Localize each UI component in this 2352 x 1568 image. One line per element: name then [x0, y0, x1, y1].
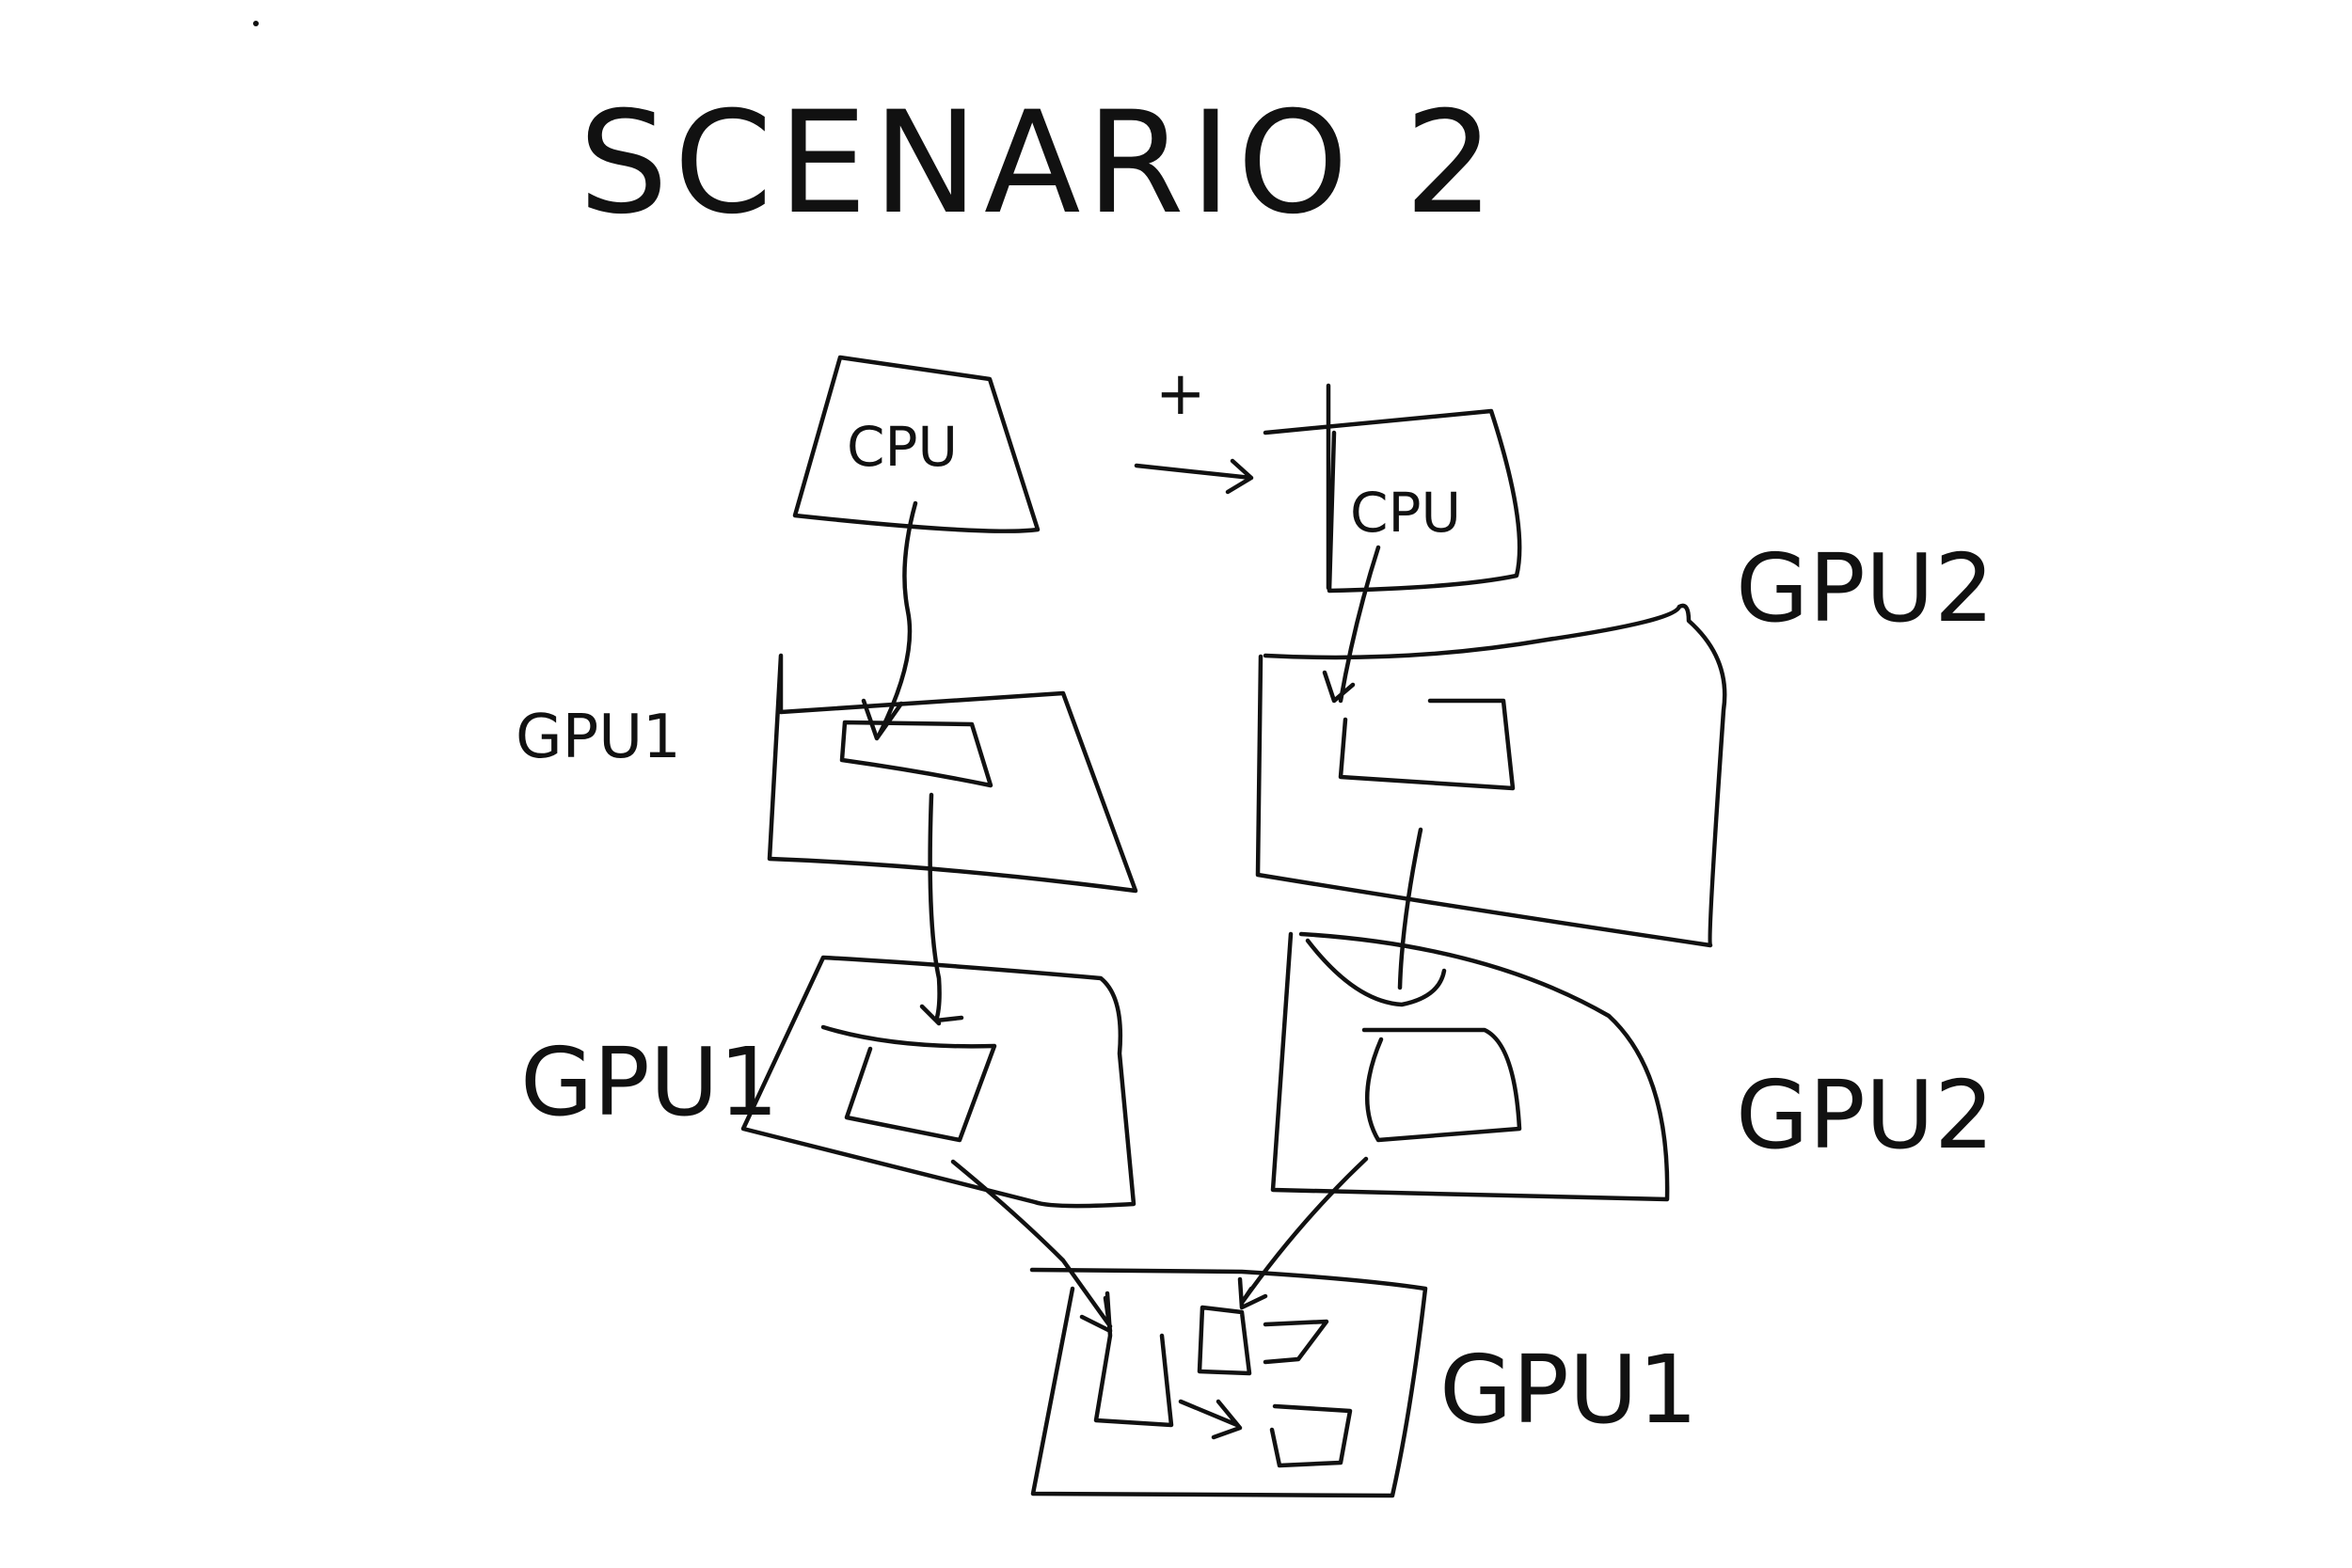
- diagram-title: SCENARIO 2: [579, 82, 1500, 245]
- cpu-to-gpu2-arrow: [1322, 545, 1381, 704]
- gpu1-mid-label: GPU1: [520, 1027, 779, 1137]
- cpu-left-box: [792, 355, 1041, 533]
- gpu1-top-box: [767, 653, 1138, 894]
- gpu1-top-inner: [839, 720, 993, 788]
- gpu2-mid-to-bottom-arrow: [1237, 1156, 1369, 1310]
- gpu1-bottom-inner-arrow: [1178, 1399, 1243, 1440]
- gpu2-to-gpu2-arrow: [1397, 827, 1423, 990]
- gpu1-bottom-label: GPU1: [1439, 1335, 1698, 1445]
- gpu1-bottom-box: [1029, 1267, 1428, 1498]
- gpu1-mid-to-bottom-arrow: [950, 1159, 1113, 1334]
- cpu-to-cpu-arrow: [1134, 458, 1254, 495]
- gpu1-mid-box: [740, 955, 1136, 1209]
- gpu2-mid-box: [1270, 931, 1670, 1202]
- stray-dot: [253, 21, 259, 26]
- gpu2-top-label: GPU2: [1736, 533, 1994, 643]
- gpu2-mid-notch: [1305, 938, 1447, 1007]
- cpu-left-label: CPU: [847, 415, 958, 479]
- gpu2-top-inner: [1338, 698, 1516, 791]
- plus-sign: +: [1155, 359, 1206, 429]
- gpu1-top-label: GPU1: [516, 703, 681, 772]
- gpu1-bottom-block-b: [1197, 1305, 1329, 1376]
- gpu2-mid-label: GPU2: [1736, 1060, 1994, 1170]
- gpu2-mid-inner: [1361, 1027, 1522, 1143]
- cpu-to-gpu1-arrow: [861, 500, 918, 741]
- cpu-right-label: CPU: [1350, 481, 1461, 545]
- gpu1-mid-inner: [820, 1024, 997, 1143]
- gpu2-top-box: [1255, 603, 1727, 948]
- gpu1-bottom-block-c: [1269, 1403, 1353, 1468]
- cpu-right-box: [1263, 383, 1522, 594]
- gpu1-to-gpu1-arrow: [919, 792, 964, 1026]
